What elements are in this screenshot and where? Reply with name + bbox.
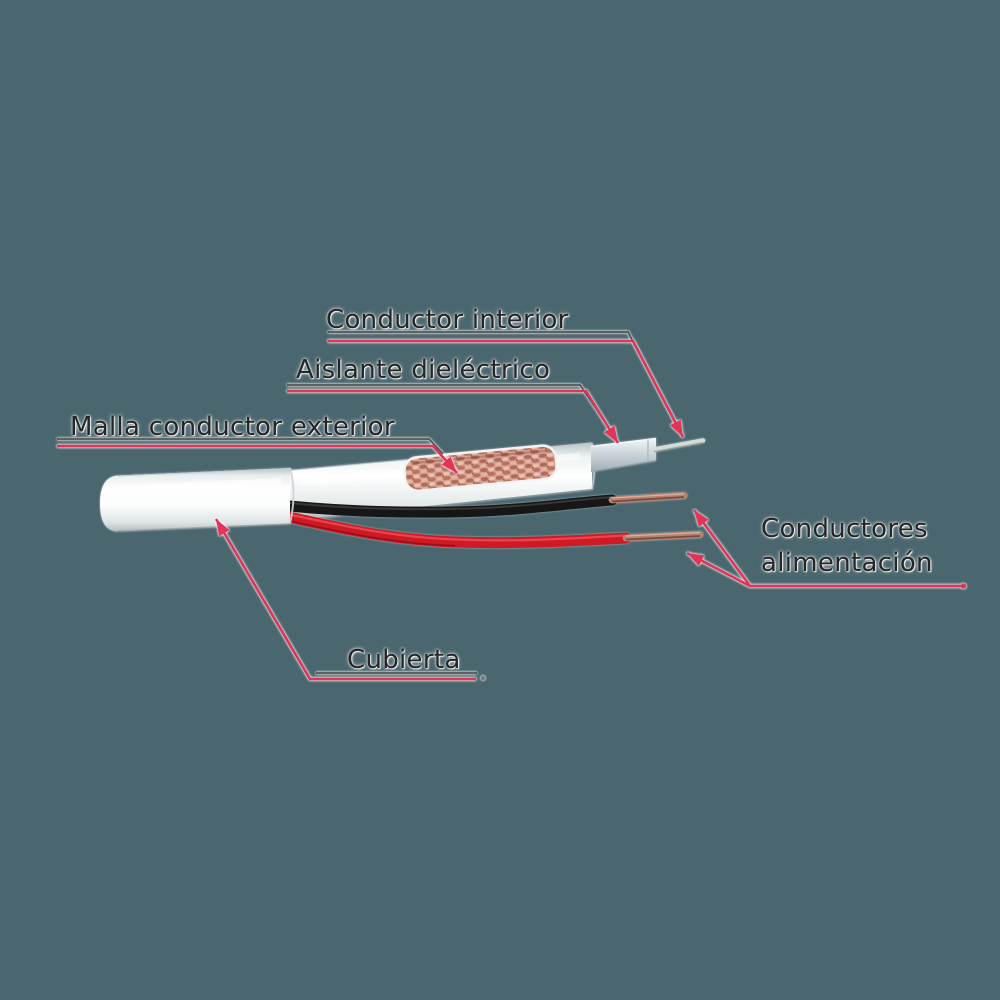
- leader-lines: [57, 331, 967, 681]
- label-conductores-line1: Conductores: [761, 514, 928, 544]
- leader-conductor-interior: [328, 339, 685, 438]
- copper-tip-black: [608, 492, 688, 504]
- leader-cubierta-dot: [481, 676, 485, 680]
- leader-malla: [57, 444, 458, 474]
- inner-conductor: [651, 438, 706, 453]
- power-wire-red: [283, 511, 704, 549]
- label-cubierta: Cubierta: [347, 645, 461, 675]
- leader-conductores-red: [686, 551, 751, 588]
- leader-malla-dark: [57, 438, 444, 455]
- label-conductor-interior: Conductor interior: [326, 305, 569, 335]
- leader-cubierta: [214, 518, 476, 681]
- dielectric: [590, 437, 657, 472]
- copper-tip-red: [622, 531, 704, 542]
- label-conductores-line2: alimentación: [761, 548, 933, 578]
- outer-jacket: [100, 467, 295, 532]
- leader-aislante: [287, 389, 620, 444]
- label-aislante-dielectrico: Aislante dieléctrico: [296, 355, 551, 385]
- power-wire-black: [283, 492, 688, 518]
- label-malla-conductor-exterior: Malla conductor exterior: [70, 412, 395, 442]
- cable-drawing: [100, 437, 706, 549]
- label-conductores-alimentacion: Conductores alimentación: [761, 512, 933, 580]
- leader-conductores-dot: [960, 583, 967, 589]
